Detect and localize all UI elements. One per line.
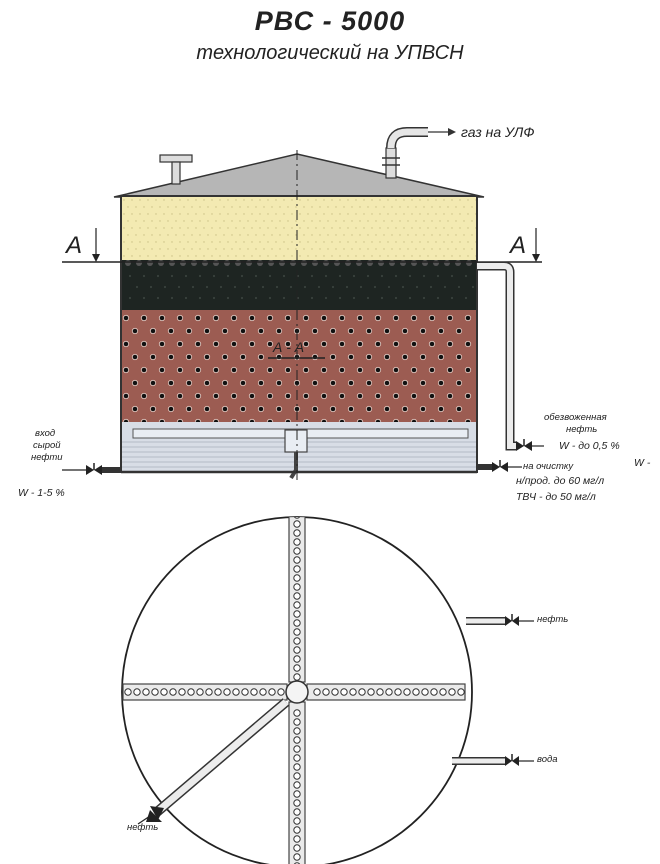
plan-center-hub — [285, 680, 309, 704]
dehydrated-oil-water-label-cut: W - — [634, 457, 651, 469]
dehydrated-oil-label-2: нефть — [566, 424, 598, 435]
suspended-solids-label: ТВЧ - до 50 мг/л — [516, 491, 596, 503]
plan-water-outlet — [452, 754, 534, 766]
oil-product-content-label: н/прод. до 60 мг/л — [516, 475, 605, 487]
gas-zone-texture — [123, 199, 477, 257]
plan-inlet-pipe — [137, 698, 290, 825]
crude-inlet-pipe — [62, 463, 121, 475]
diagram-subtitle: технологический на УПВСН — [196, 42, 464, 64]
water-outlet-pipe — [477, 460, 522, 472]
gas-outlet-label: газ на УЛФ — [461, 124, 535, 140]
water-treatment-label: на очистку — [523, 461, 574, 472]
gas-zone — [121, 196, 477, 262]
plan-oil-outlet-label: нефть — [537, 614, 569, 625]
dehydrated-oil-label-1: обезвоженная — [544, 412, 607, 423]
dehydrated-oil-water-label: W - до 0,5 % — [559, 440, 620, 452]
oil-zone — [121, 260, 477, 312]
emulsion-zone-droplets — [122, 314, 472, 422]
crude-inlet-label-3: нефти — [31, 452, 63, 463]
plan-oil-outlet — [466, 614, 534, 626]
emulsion-zone — [121, 310, 477, 422]
section-mark-right: А — [510, 232, 527, 259]
dehydrated-oil-outlet-pipe — [477, 261, 544, 451]
gas-outlet-pipe — [382, 127, 456, 179]
section-mark-left: А — [66, 232, 83, 259]
plan-oil-inlet-label: нефть — [127, 822, 159, 833]
crude-inlet-label-1: вход — [35, 428, 56, 439]
section-aa-label: А - А — [273, 339, 305, 355]
plan-distributor — [122, 517, 466, 864]
plan-water-outlet-label: вода — [537, 754, 558, 765]
diagram-title: РВС - 5000 — [254, 6, 406, 36]
crude-inlet-water-label: W - 1-5 % — [18, 487, 65, 499]
distributor-riser — [284, 429, 308, 453]
roof-vent — [159, 154, 193, 163]
crude-inlet-label-2: сырой — [33, 440, 61, 451]
